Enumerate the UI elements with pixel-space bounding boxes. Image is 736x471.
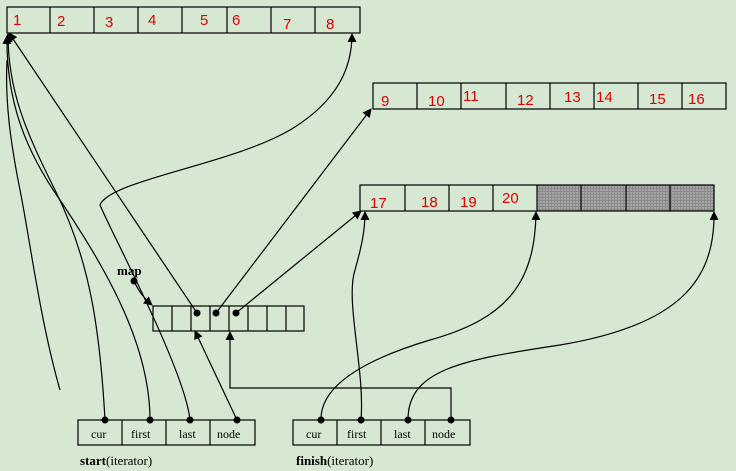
buffer-1-cell-label: 5 <box>200 12 208 29</box>
buffer-2-cell-label: 9 <box>381 93 389 110</box>
buffer-1-frame <box>6 6 361 34</box>
arrow-finish-last <box>407 211 719 421</box>
buffer-1: 1 2 3 4 5 6 7 8 <box>6 6 361 34</box>
start-iterator-caption: start(iterator) <box>80 453 152 468</box>
buffer-1-cell-label: 2 <box>57 13 65 30</box>
buffer-1-dividers <box>49 7 316 33</box>
start-field-label: node <box>217 427 240 441</box>
arrow-finish-cur <box>320 211 541 421</box>
arrow-map-to-buffer-2 <box>215 108 372 314</box>
arrow-finish-node <box>225 331 452 420</box>
buffer-2-cell-label: 10 <box>428 93 445 110</box>
buffer-1-cell-label: 6 <box>232 12 240 29</box>
buffer-3-cell-label: 17 <box>370 195 387 212</box>
map-label: map <box>117 263 142 278</box>
buffer-3: 17 18 19 20 <box>359 184 715 212</box>
arrow-map-to-buffer-1 <box>8 32 198 314</box>
finish-field-label: node <box>432 427 455 441</box>
buffer-2-cell-label: 14 <box>596 89 613 106</box>
finish-iterator: cur first last node finish(iterator) <box>292 416 471 468</box>
finish-iterator-caption: finish(iterator) <box>296 453 373 468</box>
buffer-3-cell-label: 19 <box>460 194 477 211</box>
finish-field-label: cur <box>306 427 321 441</box>
buffer-2: 9 10 11 12 13 14 15 16 <box>372 82 727 110</box>
buffer-3-cell-label: 18 <box>421 194 438 211</box>
buffer-1-cell-label: 4 <box>148 12 156 29</box>
buffer-1-cell-label: 1 <box>13 12 21 29</box>
arrow-finish-first <box>351 211 370 421</box>
start-field-label: first <box>131 427 151 441</box>
arrow-start-cur <box>3 33 106 421</box>
arrow-start-cur-outer <box>5 59 61 391</box>
buffer-2-cell-label: 12 <box>517 92 534 109</box>
arrow-map-to-buffer-3 <box>235 210 362 314</box>
buffer-2-cell-label: 16 <box>688 91 705 108</box>
start-field-label: last <box>179 427 196 441</box>
map-dividers <box>171 306 287 331</box>
map-node-array: map <box>117 263 305 332</box>
buffer-1-cell-label: 8 <box>326 16 334 33</box>
arrow-start-last <box>99 33 357 421</box>
buffer-1-cell-label: 7 <box>283 16 291 33</box>
buffer-2-cell-label: 15 <box>649 91 666 108</box>
buffer-3-dividers <box>404 185 671 211</box>
map-to-buffer-arrows <box>8 32 372 314</box>
start-iterator: cur first last node start(iterator) <box>77 416 256 468</box>
arrow-start-first <box>2 35 151 421</box>
buffer-2-cell-label: 13 <box>564 89 581 106</box>
finish-field-label: last <box>394 427 411 441</box>
finish-iterator-arrows <box>225 211 719 421</box>
finish-field-label: first <box>347 427 367 441</box>
start-iterator-arrows <box>2 33 357 421</box>
start-field-label: cur <box>91 427 106 441</box>
buffer-2-dividers <box>416 83 683 109</box>
buffer-2-cell-label: 11 <box>463 88 479 105</box>
buffer-3-cell-label: 20 <box>502 190 519 207</box>
arrow-start-node <box>194 330 238 421</box>
map-pointer-arrow <box>133 280 153 306</box>
buffer-1-cell-label: 3 <box>105 14 113 31</box>
